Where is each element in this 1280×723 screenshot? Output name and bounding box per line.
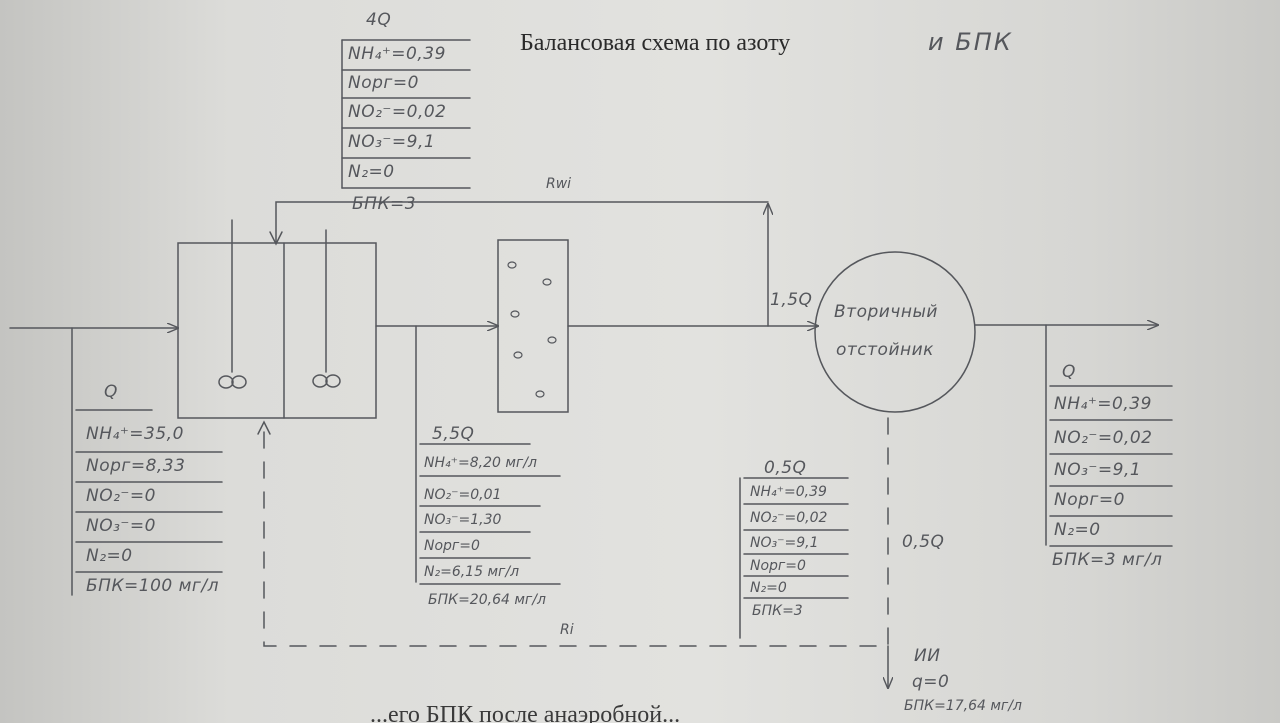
effluent-row: NH₄⁺=0,39 xyxy=(1054,394,1152,414)
settler-label-line1: Вторичный xyxy=(834,302,938,322)
recycle-bpk: БПК=3 xyxy=(352,194,417,214)
recycle-row: NO₂⁻=0,02 xyxy=(348,102,447,122)
influent-row: NO₂⁻=0 xyxy=(86,486,156,506)
influent-row: NH₄⁺=35,0 xyxy=(86,424,184,444)
mixer-1-icon xyxy=(218,375,247,389)
bottom-cut-text: ...его БПК после анаэробной... xyxy=(370,702,681,723)
recycle-row: NH₄⁺=0,39 xyxy=(348,44,446,64)
effluent-bpk: БПК=3 мг/л xyxy=(1052,550,1163,570)
mid-row: NH₄⁺=8,20 мг/л xyxy=(424,455,537,471)
mixer-2-icon xyxy=(312,374,341,388)
effluent-row: NO₂⁻=0,02 xyxy=(1054,428,1153,448)
effluent-flow-label: Q xyxy=(1062,362,1076,382)
recycle-flow-label: 4Q xyxy=(366,10,392,30)
influent-table-lines xyxy=(75,409,223,573)
flow-0-5q-label: 0,5Q xyxy=(902,532,945,552)
effluent-row: NO₃⁻=9,1 xyxy=(1054,460,1142,480)
recycle-arrow-head xyxy=(269,231,283,246)
mid-row: NO₂⁻=0,01 xyxy=(424,487,502,503)
influent-row: N₂=0 xyxy=(86,546,133,566)
return-row: NH₄⁺=0,39 xyxy=(750,484,827,500)
return-flow-label: 0,5Q xyxy=(764,458,807,478)
return-table-lines xyxy=(743,477,849,599)
flow-1-5q-label: 1,5Q xyxy=(770,290,813,310)
influent-row: Nорг=8,33 xyxy=(86,456,186,476)
diagram-title: Балансовая схема по азоту xyxy=(520,30,791,56)
effluent-table-lines xyxy=(1049,385,1173,547)
sludge-bpk: БПК=17,64 мг/л xyxy=(904,698,1022,714)
return-dashed-line xyxy=(263,417,889,647)
return-row: NO₂⁻=0,02 xyxy=(750,510,828,526)
effluent-row: N₂=0 xyxy=(1054,520,1101,540)
return-row: N₂=0 xyxy=(750,580,787,596)
return-row: NO₃⁻=9,1 xyxy=(750,535,819,551)
influent-row: NO₃⁻=0 xyxy=(86,516,156,536)
recycle-row: N₂=0 xyxy=(348,162,395,182)
mid-flow-label: 5,5Q xyxy=(432,424,475,444)
rw-label: Rwi xyxy=(546,176,572,192)
mid-bpk: БПК=20,64 мг/л xyxy=(428,592,546,608)
diagram-title-handwritten: и БПК xyxy=(928,28,1013,56)
influent-flow-label: Q xyxy=(104,382,118,402)
return-row: Nорг=0 xyxy=(750,558,806,574)
aeration-tank xyxy=(177,242,377,419)
mid-row: Nорг=0 xyxy=(424,538,480,554)
mid-row: N₂=6,15 мг/л xyxy=(424,564,520,580)
return-bpk: БПК=3 xyxy=(752,603,803,619)
recycle-row: Nорг=0 xyxy=(348,73,419,93)
recycle-table-lines xyxy=(341,39,471,189)
effluent-row: Nорг=0 xyxy=(1054,490,1125,510)
return-arrow-head xyxy=(257,420,271,435)
influent-bpk: БПК=100 мг/л xyxy=(86,576,219,596)
filter-particles xyxy=(507,261,557,398)
sludge-name: ИИ xyxy=(914,646,941,666)
settler-label-line2: отстойник xyxy=(836,340,934,360)
recycle-top-line xyxy=(275,201,769,243)
secondary-settler xyxy=(814,251,976,413)
mid-row: NO₃⁻=1,30 xyxy=(424,512,502,528)
sludge-q: q=0 xyxy=(912,672,950,692)
ri-label: Ri xyxy=(560,622,574,638)
recycle-row: NO₃⁻=9,1 xyxy=(348,132,436,152)
mid-table-lines xyxy=(419,443,561,585)
